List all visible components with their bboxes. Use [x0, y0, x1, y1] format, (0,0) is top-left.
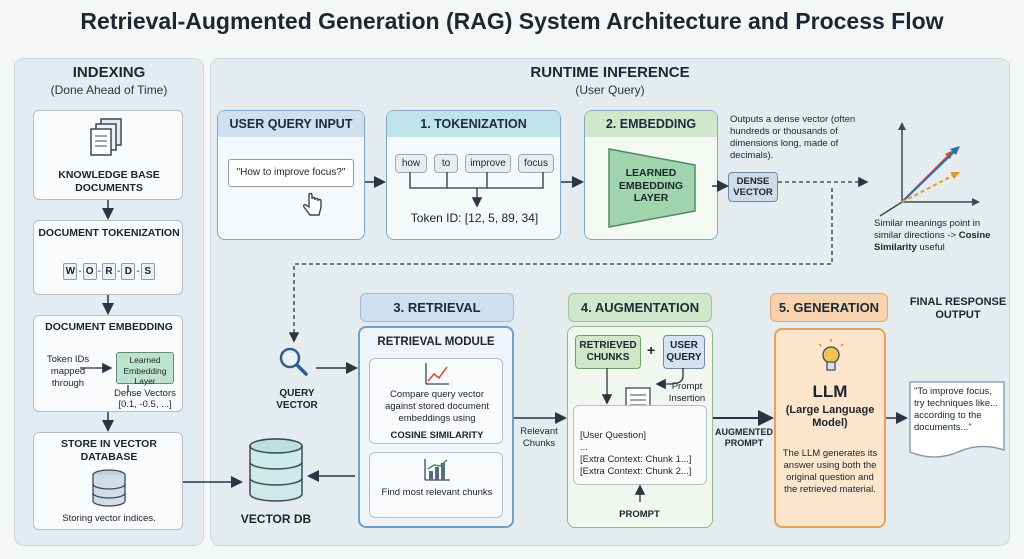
- llm-box: LLM (Large Language Model) The LLM gener…: [774, 328, 886, 528]
- mini-embedding-layer: Learned Embedding Layer: [116, 352, 174, 387]
- embedding-trapezoid: [608, 148, 696, 228]
- runtime-heading: RUNTIME INFERENCE: [530, 64, 690, 81]
- token-ids-text: Token IDs mapped through: [46, 354, 90, 389]
- dense-vectors-values: [0.1, -0.5, ...]: [118, 399, 172, 410]
- bar-chart-icon: [424, 459, 450, 481]
- tokenization-header: 1. TOKENIZATION: [387, 111, 560, 137]
- query-text-box[interactable]: "How to improve focus?": [228, 159, 354, 187]
- similarity-note-text: Similar meanings point in similar direct…: [874, 218, 981, 241]
- letter-chip: O: [82, 263, 97, 280]
- llm-description: The LLM generates its answer using both …: [782, 448, 878, 495]
- user-query-chip-label: USER QUERY: [666, 340, 702, 363]
- dense-vector-chip: DENSE VECTOR: [728, 172, 778, 202]
- kb-documents-box: KNOWLEDGE BASE DOCUMENTS: [33, 110, 183, 200]
- doc-tokenization-label: DOCUMENT TOKENIZATION: [38, 227, 180, 239]
- token-chip: how: [395, 154, 427, 173]
- retrieved-chunks-label: RETRIEVED CHUNKS: [579, 340, 637, 363]
- tokenization-stage: 1. TOKENIZATION how to improve focus Tok…: [386, 110, 561, 240]
- letters-row: W-O-R-D-S: [34, 263, 184, 280]
- indexing-heading: INDEXING: [72, 64, 146, 81]
- letter-chip: W: [63, 263, 78, 280]
- magnifier-icon: [279, 347, 308, 376]
- line-chart-icon: [425, 363, 449, 385]
- prompt-box: [User Question] ... [Extra Context: Chun…: [573, 405, 707, 485]
- indexing-subheading: (Done Ahead of Time): [50, 83, 168, 97]
- compare-box: Compare query vector against stored docu…: [369, 358, 503, 444]
- retrieval-module: RETRIEVAL MODULE Compare query vector ag…: [358, 326, 514, 528]
- runtime-subheading: (User Query): [575, 83, 645, 97]
- dense-vector-label: DENSE VECTOR: [733, 176, 773, 199]
- letter-chip: S: [140, 263, 155, 280]
- user-query-chip: USER QUERY: [663, 335, 705, 369]
- database-icon: [92, 469, 126, 507]
- llm-label: LLM: [812, 382, 848, 401]
- prompt-line: ...: [580, 441, 588, 453]
- relevant-chunks-label: Relevant Chunks: [520, 426, 558, 449]
- letter-chip: D: [121, 263, 136, 280]
- mini-embedding-label: Learned Embedding Layer: [123, 355, 167, 387]
- doc-embedding-label: DOCUMENT EMBEDDING: [45, 321, 173, 333]
- final-response-header: FINAL RESPONSE OUTPUT: [909, 296, 1007, 322]
- page-title: Retrieval-Augmented Generation (RAG) Sys…: [80, 8, 944, 34]
- compare-text: Compare query vector against stored docu…: [384, 389, 490, 424]
- kb-label: KNOWLEDGE BASE DOCUMENTS: [58, 169, 160, 194]
- plus-sign: +: [647, 342, 656, 358]
- pointer-hand-icon: [302, 192, 322, 216]
- learned-embedding-layer: LEARNED EMBEDDING LAYER: [618, 167, 684, 205]
- prompt-lines: [User Question] ... [Extra Context: Chun…: [580, 430, 691, 478]
- store-caption: Storing vector indices.: [62, 513, 156, 524]
- prompt-line: [Extra Context: Chunk 2...]: [580, 465, 692, 477]
- vector-db-icon: [249, 438, 303, 502]
- generation-header: 5. GENERATION: [770, 293, 888, 322]
- dense-vectors-label: Dense Vectors: [114, 388, 176, 399]
- embedding-header: 2. EMBEDDING: [585, 111, 717, 137]
- final-response-text: "To improve focus, try techniques like..…: [914, 386, 998, 433]
- prompt-insertion-label: Prompt Insertion: [668, 381, 706, 404]
- token-chip: improve: [465, 154, 511, 173]
- llm-full-label: (Large Language Model): [785, 404, 875, 430]
- prompt-line: [User Question]: [580, 430, 646, 441]
- letter-chip: R: [102, 263, 116, 280]
- documents-icon: [90, 118, 122, 156]
- dense-vector-note: Outputs a dense vector (often hundreds o…: [730, 114, 856, 161]
- doc-tokenization-box: DOCUMENT TOKENIZATION W-O-R-D-S: [33, 220, 183, 295]
- response-document-shape: [909, 381, 1005, 458]
- prompt-line: [Extra Context: Chunk 1...]: [580, 453, 692, 465]
- user-query-stage: USER QUERY INPUT "How to improve focus?": [217, 110, 365, 240]
- augmented-prompt-label: AUGMENTED PROMPT: [715, 427, 773, 448]
- find-box: Find most relevant chunks: [369, 452, 503, 518]
- find-text: Find most relevant chunks: [381, 487, 493, 498]
- vector-space-plot: [879, 122, 980, 217]
- store-vector-db-box: STORE IN VECTOR DATABASE Storing vector …: [33, 432, 183, 530]
- vector-db-label: VECTOR DB: [240, 512, 312, 526]
- token-chip: focus: [518, 154, 554, 173]
- retrieval-module-label: RETRIEVAL MODULE: [377, 336, 495, 348]
- retrieved-chunks-box: RETRIEVED CHUNKS: [575, 335, 641, 369]
- prompt-label: PROMPT: [619, 509, 660, 520]
- augmentation-header: 4. AUGMENTATION: [568, 293, 712, 322]
- cosine-label: COSINE SIMILARITY: [390, 430, 484, 441]
- cosine-similarity-text: Cosine Similarity: [874, 229, 991, 253]
- lightbulb-icon: [818, 339, 844, 371]
- token-chip: to: [434, 154, 458, 173]
- query-vector-label: QUERY VECTOR: [276, 388, 318, 411]
- user-query-header: USER QUERY INPUT: [218, 111, 364, 137]
- token-ids: Token ID: [12, 5, 89, 34]: [410, 211, 539, 225]
- similarity-note: Similar meanings point in similar direct…: [874, 218, 1009, 254]
- retrieval-header: 3. RETRIEVAL: [360, 293, 514, 322]
- embedding-stage: 2. EMBEDDING LEARNED EMBEDDING LAYER: [584, 110, 718, 240]
- store-label: STORE IN VECTOR DATABASE: [61, 438, 157, 463]
- useful-text: useful: [919, 241, 945, 253]
